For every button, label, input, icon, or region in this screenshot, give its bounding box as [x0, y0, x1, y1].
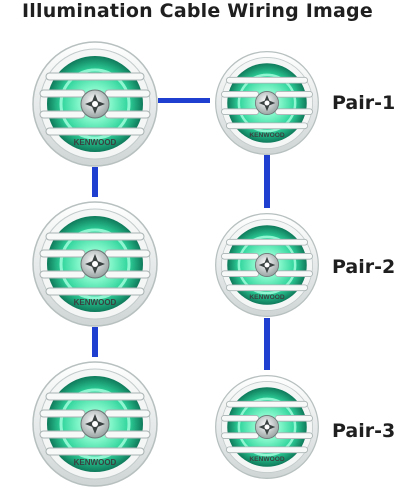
wire-right-2-3 [264, 318, 270, 370]
speaker-left-1 [31, 40, 159, 168]
speaker-right-3 [214, 374, 320, 480]
diagram-title: Illumination Cable Wiring Image [22, 0, 373, 22]
speaker-right-1 [214, 50, 320, 156]
wire-right-1-2 [264, 155, 270, 208]
wire-pair1-horizontal [158, 98, 210, 103]
pair-2-label: Pair-2 [332, 256, 396, 278]
speaker-left-3 [31, 360, 159, 488]
speaker-right-2 [214, 212, 320, 318]
speaker-left-2 [31, 200, 159, 328]
wire-left-1-2 [92, 167, 98, 197]
pair-1-label: Pair-1 [332, 92, 396, 114]
pair-3-label: Pair-3 [332, 420, 396, 442]
wire-left-2-3 [92, 327, 98, 357]
